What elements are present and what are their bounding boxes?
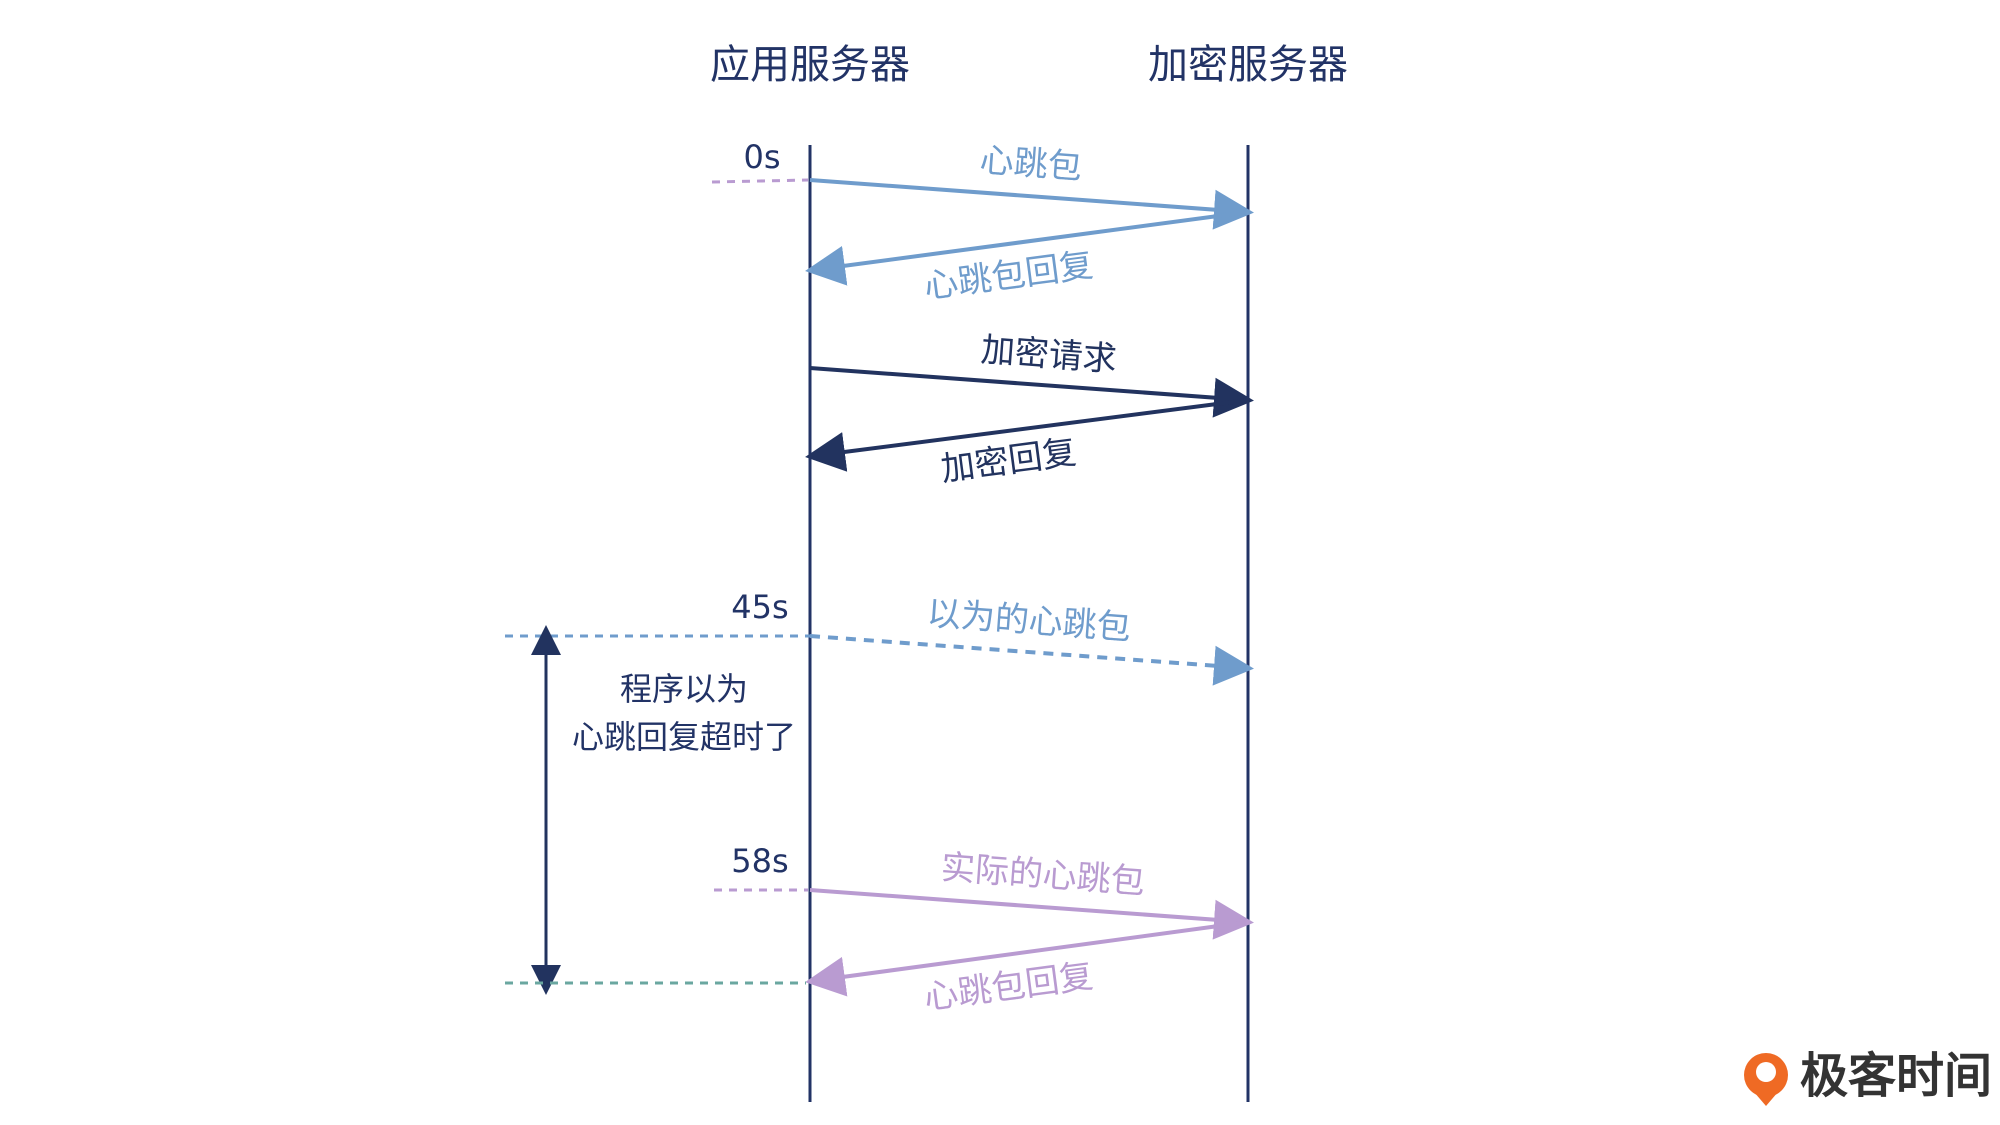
encrypt-request-arrow [809,366,1254,418]
brand-logo-icon [1744,1053,1788,1106]
app-server-title: 应用服务器 [710,42,910,88]
heartbeat-reply-label-1: 心跳包回复 [922,245,1096,307]
assumed-heartbeat-arrow [809,634,1254,686]
heartbeat-label: 心跳包 [978,140,1083,187]
heartbeat-reply-arrow-2 [805,920,1249,997]
heartbeat-arrow [809,178,1254,230]
actual-heartbeat-arrow [809,888,1254,940]
time-0s-label: 0s [743,138,780,176]
heartbeat-reply-arrow-1 [805,210,1249,286]
encrypt-request-label: 加密请求 [980,330,1119,380]
assumed-heartbeat-label: 以为的心跳包 [926,594,1132,649]
brand-name: 极客时间 [1800,1048,1992,1104]
time-45s-label: 45s [731,588,788,626]
brand-logo: 极客时间 [1744,1048,1992,1106]
timeout-note-line1: 程序以为 [620,670,748,708]
time-58s-label: 58s [731,842,788,880]
crypto-server-title: 加密服务器 [1148,42,1348,88]
time-0s-dashed-marker [711,178,809,184]
encrypt-reply-label: 加密回复 [939,432,1079,489]
actual-heartbeat-label: 实际的心跳包 [940,848,1146,903]
timeout-note-line2: 心跳回复超时了 [572,718,796,756]
heartbeat-reply-label-2: 心跳包回复 [922,956,1096,1018]
encrypt-reply-arrow [805,398,1249,472]
